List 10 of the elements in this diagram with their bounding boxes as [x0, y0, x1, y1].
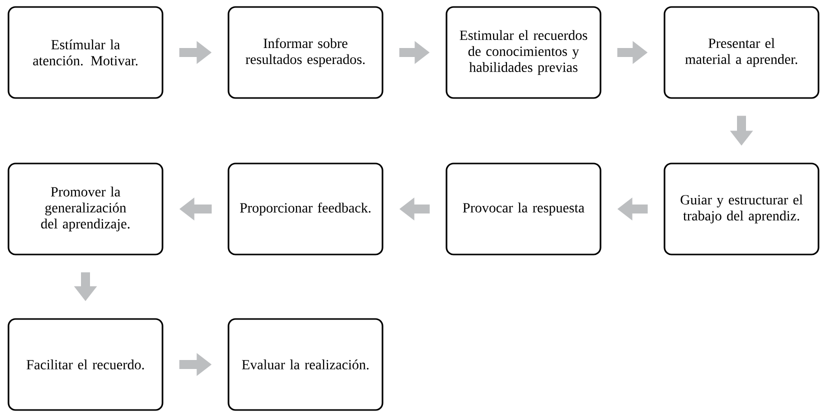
- process-box: Proporcionar feedback.: [228, 162, 384, 256]
- process-box: Evaluar la realización.: [228, 318, 384, 411]
- process-box: Presentar el material a aprender.: [664, 6, 820, 99]
- process-box: Guiar y estructurar el trabajo del aprendiz.: [664, 162, 820, 256]
- process-box: Provocar la respuesta: [446, 162, 602, 256]
- process-box: Estimular el recuerdos de conocimientos y habilidades previas: [446, 6, 602, 99]
- process-box: Informar sobre resultados esperados.: [228, 6, 384, 99]
- process-box: Facilitar el recuerdo.: [8, 318, 164, 411]
- process-box: Promover la generalización del aprendizaje.: [8, 162, 164, 256]
- process-box: Estímular la atención. Motivar.: [8, 6, 164, 99]
